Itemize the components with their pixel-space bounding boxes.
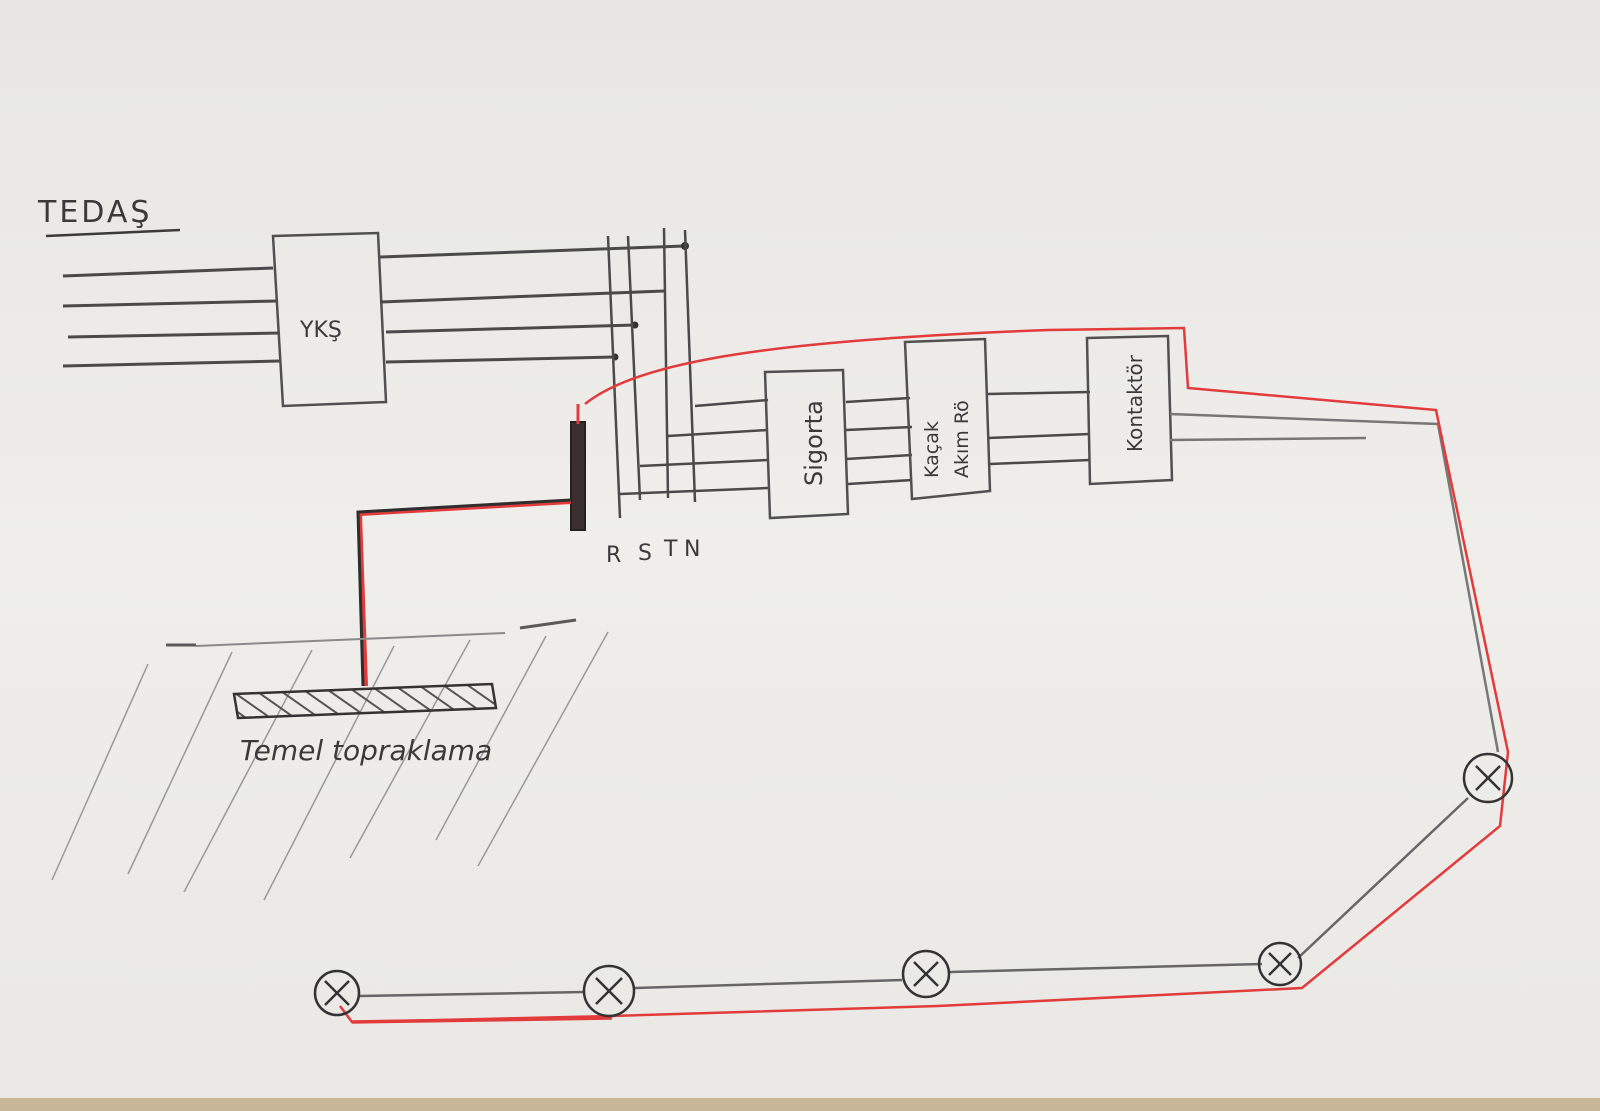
soil-hatch-2 bbox=[127, 651, 233, 875]
foundation-electrode: Temel topraklama bbox=[232, 682, 498, 767]
bus-fuse-line-4 bbox=[619, 486, 769, 496]
lamps bbox=[313, 752, 1514, 1018]
lamp-1-cross-b bbox=[324, 980, 350, 1006]
ground-surface bbox=[166, 618, 577, 647]
bus-fuse-line-2 bbox=[667, 428, 769, 438]
bus-fuse-line-1 bbox=[694, 398, 769, 408]
lamp-2-cross-b bbox=[595, 977, 623, 1005]
rcd-to-contactor-lines bbox=[987, 390, 1091, 466]
yks-box-outline bbox=[271, 231, 388, 408]
outgoing-line-s bbox=[385, 323, 636, 334]
fuse-rcd-line-4 bbox=[847, 478, 913, 486]
bus-to-fuse-lines bbox=[619, 398, 769, 496]
bus-fuse-line-3 bbox=[639, 458, 769, 468]
phase-labels: R S T N bbox=[606, 537, 700, 568]
rcd-contactor-line-2 bbox=[987, 432, 1091, 440]
lamp-5-circle bbox=[1462, 752, 1514, 804]
title-group: TEDAŞ bbox=[37, 195, 181, 238]
lamp-1 bbox=[313, 969, 361, 1017]
rcd-box: Kaçak Akım Rö bbox=[903, 337, 992, 501]
lamp-wiring bbox=[359, 797, 1469, 998]
earth-conductor-dark bbox=[356, 498, 572, 687]
incoming-lines bbox=[62, 266, 281, 368]
fuse-rcd-line-2 bbox=[845, 425, 913, 432]
fuse-to-rcd-lines bbox=[845, 396, 913, 486]
rcd-box-outline bbox=[903, 337, 992, 501]
outgoing-line-t bbox=[379, 289, 665, 304]
fuse-box: Sigorta bbox=[763, 368, 850, 520]
lamp-5 bbox=[1462, 752, 1514, 804]
yks-box: YKŞ bbox=[271, 231, 388, 408]
earth-busbar-group bbox=[570, 404, 586, 531]
phase-label-n: N bbox=[684, 537, 700, 562]
rcd-box-label-line2: Akım Rö bbox=[951, 400, 973, 478]
bus-n bbox=[683, 229, 697, 503]
foundation-electrode-bar bbox=[232, 682, 498, 720]
bus-r bbox=[606, 235, 622, 519]
pe-wire-bottom-thick bbox=[351, 1016, 613, 1024]
soil-hatch-5 bbox=[349, 639, 471, 859]
contactor-box-outline bbox=[1085, 334, 1174, 486]
pe-wire bbox=[339, 326, 1510, 1024]
lamp-1-circle bbox=[313, 969, 361, 1017]
lamp-wire-1-2 bbox=[359, 990, 585, 998]
grounding-label: Temel topraklama bbox=[240, 734, 492, 767]
fuse-box-label: Sigorta bbox=[800, 400, 828, 486]
contactor-output-neutral bbox=[1169, 436, 1367, 442]
earth-conductor bbox=[356, 498, 572, 687]
rcd-box-label-line1: Kaçak bbox=[921, 421, 943, 478]
phase-label-r: R bbox=[606, 543, 621, 568]
bus-t bbox=[662, 227, 670, 499]
incoming-line-3 bbox=[67, 331, 281, 339]
earth-busbar bbox=[570, 421, 586, 531]
lamp-2 bbox=[582, 964, 636, 1018]
soil-hatch-6 bbox=[435, 635, 547, 841]
lamp-2-circle bbox=[582, 964, 636, 1018]
fuse-box-outline bbox=[763, 368, 850, 520]
phase-label-s: S bbox=[638, 541, 652, 566]
contactor-box-label: Kontaktör bbox=[1123, 354, 1147, 452]
title-underline bbox=[45, 228, 181, 238]
lamp-wire-3-4 bbox=[949, 962, 1263, 974]
rcd-contactor-line-3 bbox=[989, 458, 1091, 466]
lamp-3-circle bbox=[901, 949, 951, 999]
fuse-rcd-line-1 bbox=[845, 396, 911, 404]
lamp-5-cross-b bbox=[1475, 765, 1501, 791]
lamp-4 bbox=[1257, 941, 1303, 987]
bus-s bbox=[626, 235, 642, 501]
table-edge bbox=[0, 1098, 1600, 1111]
outgoing-line-n bbox=[379, 244, 686, 259]
incoming-line-4 bbox=[62, 359, 281, 368]
soil-hatch-1 bbox=[51, 663, 149, 881]
rcd-contactor-line-1 bbox=[987, 390, 1091, 396]
soil-hatch-7 bbox=[477, 631, 609, 867]
incoming-line-2 bbox=[62, 299, 279, 308]
lamp-3 bbox=[901, 949, 951, 999]
fuse-rcd-line-3 bbox=[845, 453, 913, 461]
phase-busbars bbox=[606, 227, 697, 519]
outgoing-lines bbox=[379, 244, 686, 364]
ground-tick-right bbox=[519, 618, 577, 630]
earth-conductor-red bbox=[357, 500, 572, 687]
phase-label-t: T bbox=[663, 537, 678, 562]
ground-line bbox=[195, 632, 506, 647]
title-text: TEDAŞ bbox=[37, 195, 152, 230]
lamp-3-cross-b bbox=[913, 961, 939, 987]
yks-box-label: YKŞ bbox=[299, 318, 342, 343]
soil-hatch-3 bbox=[183, 649, 313, 893]
lamp-wire-4-5 bbox=[1297, 797, 1469, 959]
lamp-4-cross-b bbox=[1268, 952, 1292, 976]
lamp-wire-2-3 bbox=[633, 978, 903, 990]
contactor-box: Kontaktör bbox=[1085, 334, 1174, 486]
outgoing-line-r bbox=[385, 355, 616, 364]
incoming-line-1 bbox=[62, 266, 274, 278]
lamp-4-circle bbox=[1257, 941, 1303, 987]
